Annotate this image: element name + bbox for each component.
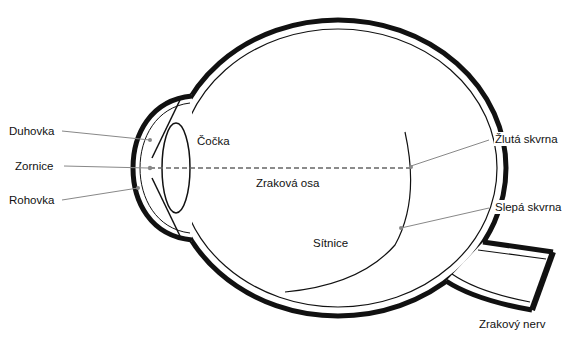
part-label: Zraková osa <box>255 176 320 190</box>
part-label: Žlutá skvrna <box>494 132 559 146</box>
part-label: Sítnice <box>312 236 349 250</box>
nerve-inner-line <box>478 250 546 259</box>
nerve-outline <box>483 242 553 252</box>
leader-dot <box>148 166 152 170</box>
part-label: Zornice <box>14 159 54 173</box>
part-label: Rohovka <box>8 193 55 207</box>
part-label: Zrakový nerv <box>478 317 546 331</box>
part-label: Duhovka <box>8 124 55 138</box>
leader-line <box>62 131 150 140</box>
visual-axis <box>150 167 410 169</box>
leader-dot <box>399 226 403 230</box>
part-label: Čočka <box>196 134 231 148</box>
leader-line <box>411 140 489 166</box>
leader-line <box>62 188 138 200</box>
leader-line <box>401 208 489 228</box>
leader-dot <box>409 165 413 169</box>
retina-line <box>285 132 411 292</box>
leader-dot <box>148 138 152 142</box>
nerve-end <box>532 252 553 310</box>
leader-line <box>64 166 148 168</box>
nerve-inner-line <box>452 274 530 302</box>
nerve-outline <box>446 281 532 310</box>
part-label: Slepá skvrna <box>494 200 562 214</box>
leader-dot <box>136 186 140 190</box>
nerve-mask <box>446 242 553 310</box>
